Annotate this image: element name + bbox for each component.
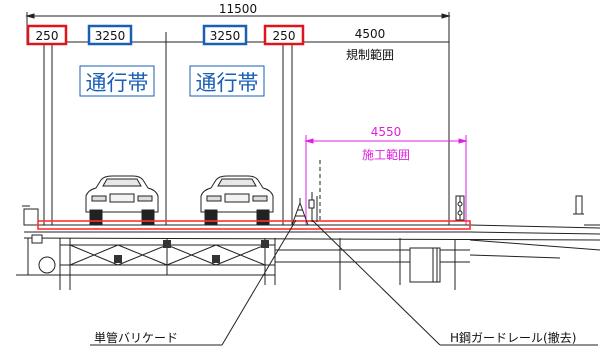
truss-substructure bbox=[16, 238, 601, 290]
barricade-callout: 単管バリケード bbox=[94, 330, 178, 345]
lane-1-label: 通行帯 bbox=[86, 71, 149, 95]
lane-2-width: 3250 bbox=[210, 29, 241, 43]
lane-1-width: 3250 bbox=[95, 29, 126, 43]
lane-1-width-box bbox=[87, 24, 133, 46]
car-icon bbox=[200, 175, 274, 225]
guardrail-callout: H鋼ガードレール(撤去) bbox=[450, 330, 576, 345]
construction-area-label: 施工範囲 bbox=[362, 147, 410, 162]
pole-marker bbox=[308, 160, 321, 222]
right-shoulder-width: 250 bbox=[273, 29, 296, 43]
left-shoulder-box bbox=[26, 24, 68, 46]
lane-1-label-box bbox=[79, 65, 155, 97]
restricted-width: 4500 bbox=[355, 27, 386, 41]
bridge-deck bbox=[22, 195, 601, 241]
construction-width: 4550 bbox=[371, 125, 402, 139]
lane-2-label: 通行帯 bbox=[196, 71, 259, 95]
restricted-area-label: 規制範囲 bbox=[346, 47, 394, 62]
construction-dimension bbox=[304, 135, 468, 225]
h-steel-guardrail bbox=[455, 195, 465, 221]
left-shoulder-width: 250 bbox=[36, 29, 59, 43]
lane-dimension-line bbox=[27, 32, 450, 225]
box-beam bbox=[409, 247, 441, 283]
total-dimension bbox=[25, 12, 451, 45]
lane-2-label-box bbox=[189, 65, 265, 97]
callout-leaders bbox=[90, 219, 598, 346]
removal-deck-band bbox=[37, 220, 471, 230]
lane-2-width-box bbox=[202, 24, 248, 46]
car-icon bbox=[85, 175, 159, 225]
right-shoulder-box bbox=[263, 24, 305, 46]
support-pipe bbox=[31, 234, 56, 274]
total-width-label: 11500 bbox=[219, 2, 257, 16]
pipe-barricade bbox=[291, 198, 309, 226]
gusset-plates bbox=[114, 240, 269, 263]
